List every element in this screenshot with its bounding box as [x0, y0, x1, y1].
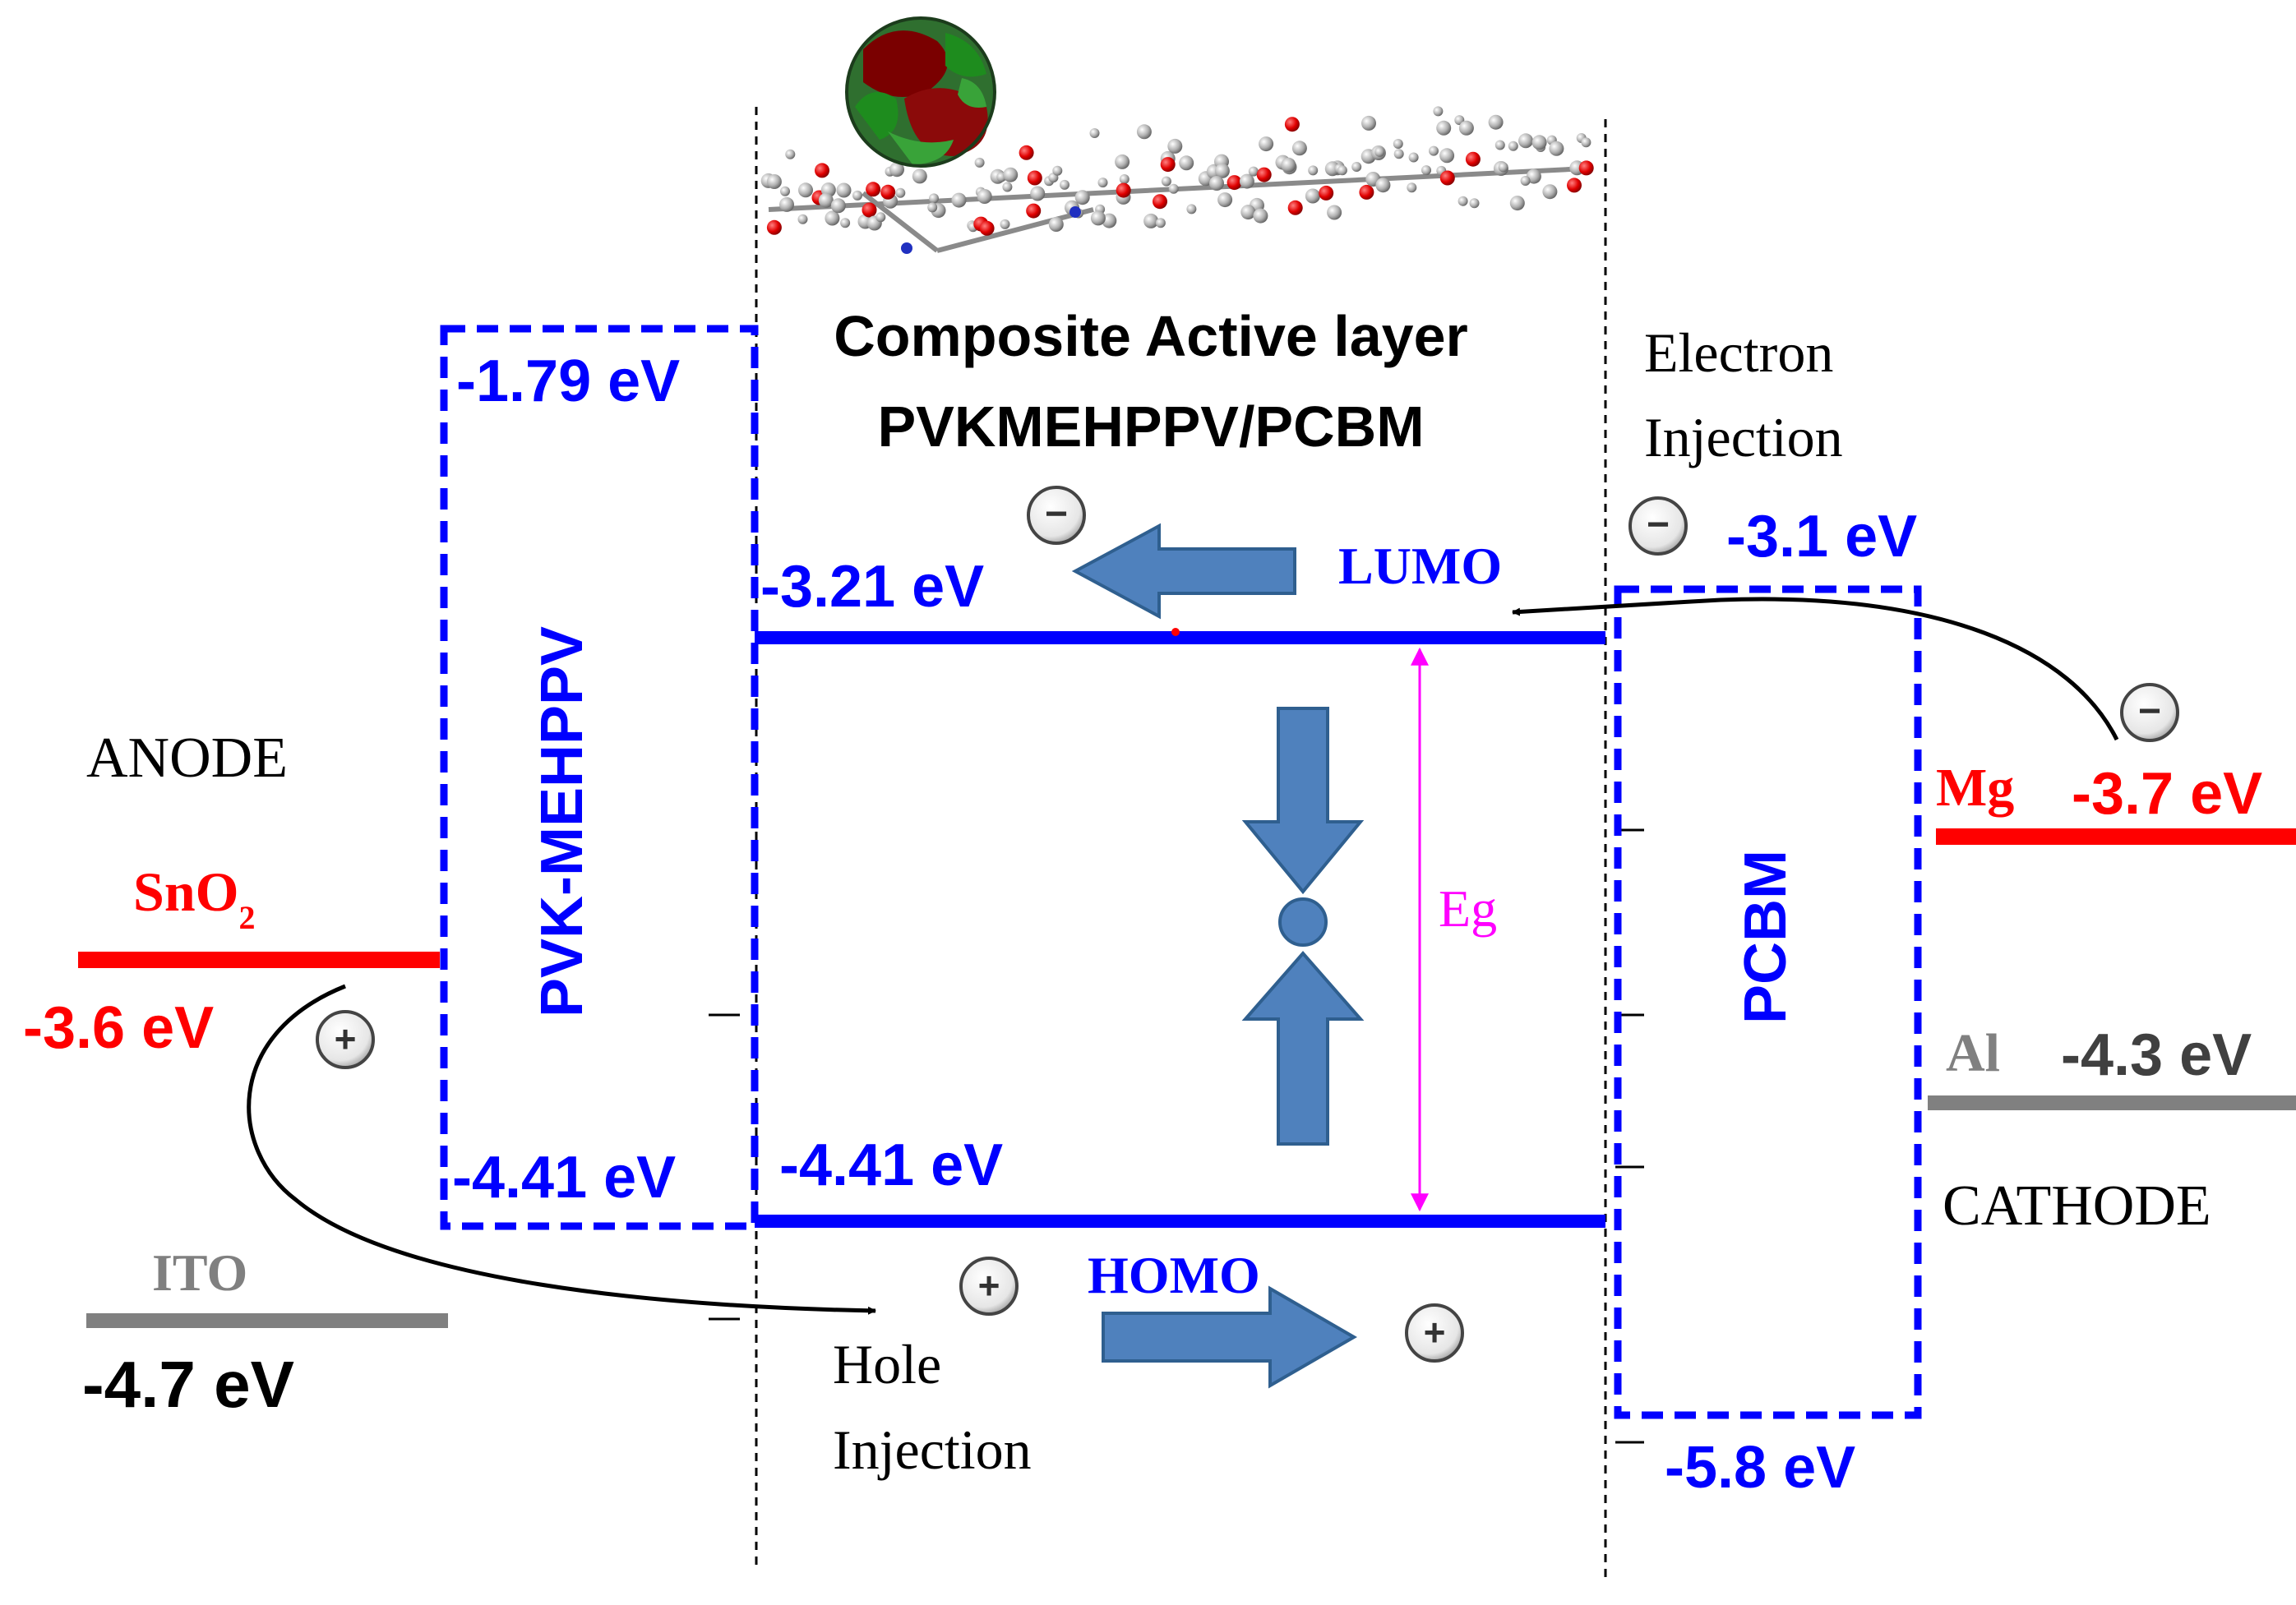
mg-energy: -3.7 eV	[2072, 761, 2262, 827]
electron-injection-curve	[1512, 597, 2119, 741]
pcbm-homo-energy: -5.8 eV	[1665, 1435, 1855, 1501]
polymer-chain-icon	[768, 166, 1587, 253]
sno2-label: SnO2	[133, 860, 256, 936]
electron-transfer-arrow	[1071, 523, 1296, 620]
pcbm-layer-name: PCBM	[1733, 850, 1799, 1024]
fullerene-icon	[845, 16, 996, 168]
cathode-label: CATHODE	[1943, 1174, 2211, 1238]
pcbm-box	[1614, 585, 1922, 1419]
svg-text:+: +	[335, 1017, 357, 1060]
al-energy: -4.3 eV	[2061, 1022, 2252, 1088]
hole-injection-curve	[247, 984, 876, 1315]
pvk-homo-energy: -4.41 eV	[452, 1145, 676, 1211]
svg-text:+: +	[1424, 1311, 1446, 1354]
hole-icon: +	[316, 1010, 375, 1069]
svg-text:−: −	[1045, 492, 1068, 536]
lumo-label: LUMO	[1338, 537, 1502, 595]
al-label: Al	[1946, 1023, 2000, 1083]
mg-label: Mg	[1936, 758, 2014, 818]
svg-text:+: +	[978, 1264, 1000, 1307]
pvk-mehppv-box	[440, 325, 759, 1230]
band-gap-label: Eg	[1439, 879, 1497, 938]
active-lumo-energy: -3.21 eV	[760, 554, 984, 620]
hole-icon: +	[1405, 1303, 1464, 1363]
hole-icon: +	[959, 1257, 1019, 1316]
hole-injection-line-1: Hole	[833, 1333, 941, 1395]
tick-marks	[709, 828, 1644, 1444]
homo-label: HOMO	[1088, 1246, 1260, 1304]
active-homo-energy: -4.41 eV	[779, 1132, 1003, 1198]
electron-injection-line-1: Electron	[1644, 321, 1833, 384]
hole-transfer-arrow	[1102, 1285, 1357, 1389]
up-arrow	[1241, 950, 1365, 1146]
electron-injection-line-2: Injection	[1644, 406, 1843, 468]
molecule-image	[760, 16, 1594, 254]
electron-icon: −	[2120, 683, 2179, 742]
hole-injection-line-2: Injection	[833, 1418, 1032, 1481]
pvk-layer-name: PVK-MEHPPV	[529, 626, 595, 1017]
red-dot-marker	[1171, 628, 1180, 636]
electron-icon: −	[1628, 496, 1688, 556]
ito-energy: -4.7 eV	[82, 1348, 294, 1421]
electron-icon: −	[1027, 486, 1086, 545]
pcbm-lumo-energy: -3.1 eV	[1726, 504, 1917, 570]
ito-label: ITO	[152, 1243, 247, 1302]
down-arrow	[1241, 707, 1365, 895]
exciton-dot	[1278, 897, 1328, 947]
title-line-1: Composite Active layer	[834, 304, 1468, 368]
svg-text:−: −	[2138, 690, 2161, 733]
anode-label: ANODE	[86, 726, 288, 790]
pvk-lumo-energy: -1.79 eV	[456, 348, 680, 414]
polymer-atoms-icon	[760, 106, 1594, 254]
svg-text:−: −	[1647, 503, 1670, 547]
title-line-2: PVKMEHPPV/PCBM	[877, 394, 1424, 459]
sno2-energy: -3.6 eV	[23, 995, 214, 1061]
